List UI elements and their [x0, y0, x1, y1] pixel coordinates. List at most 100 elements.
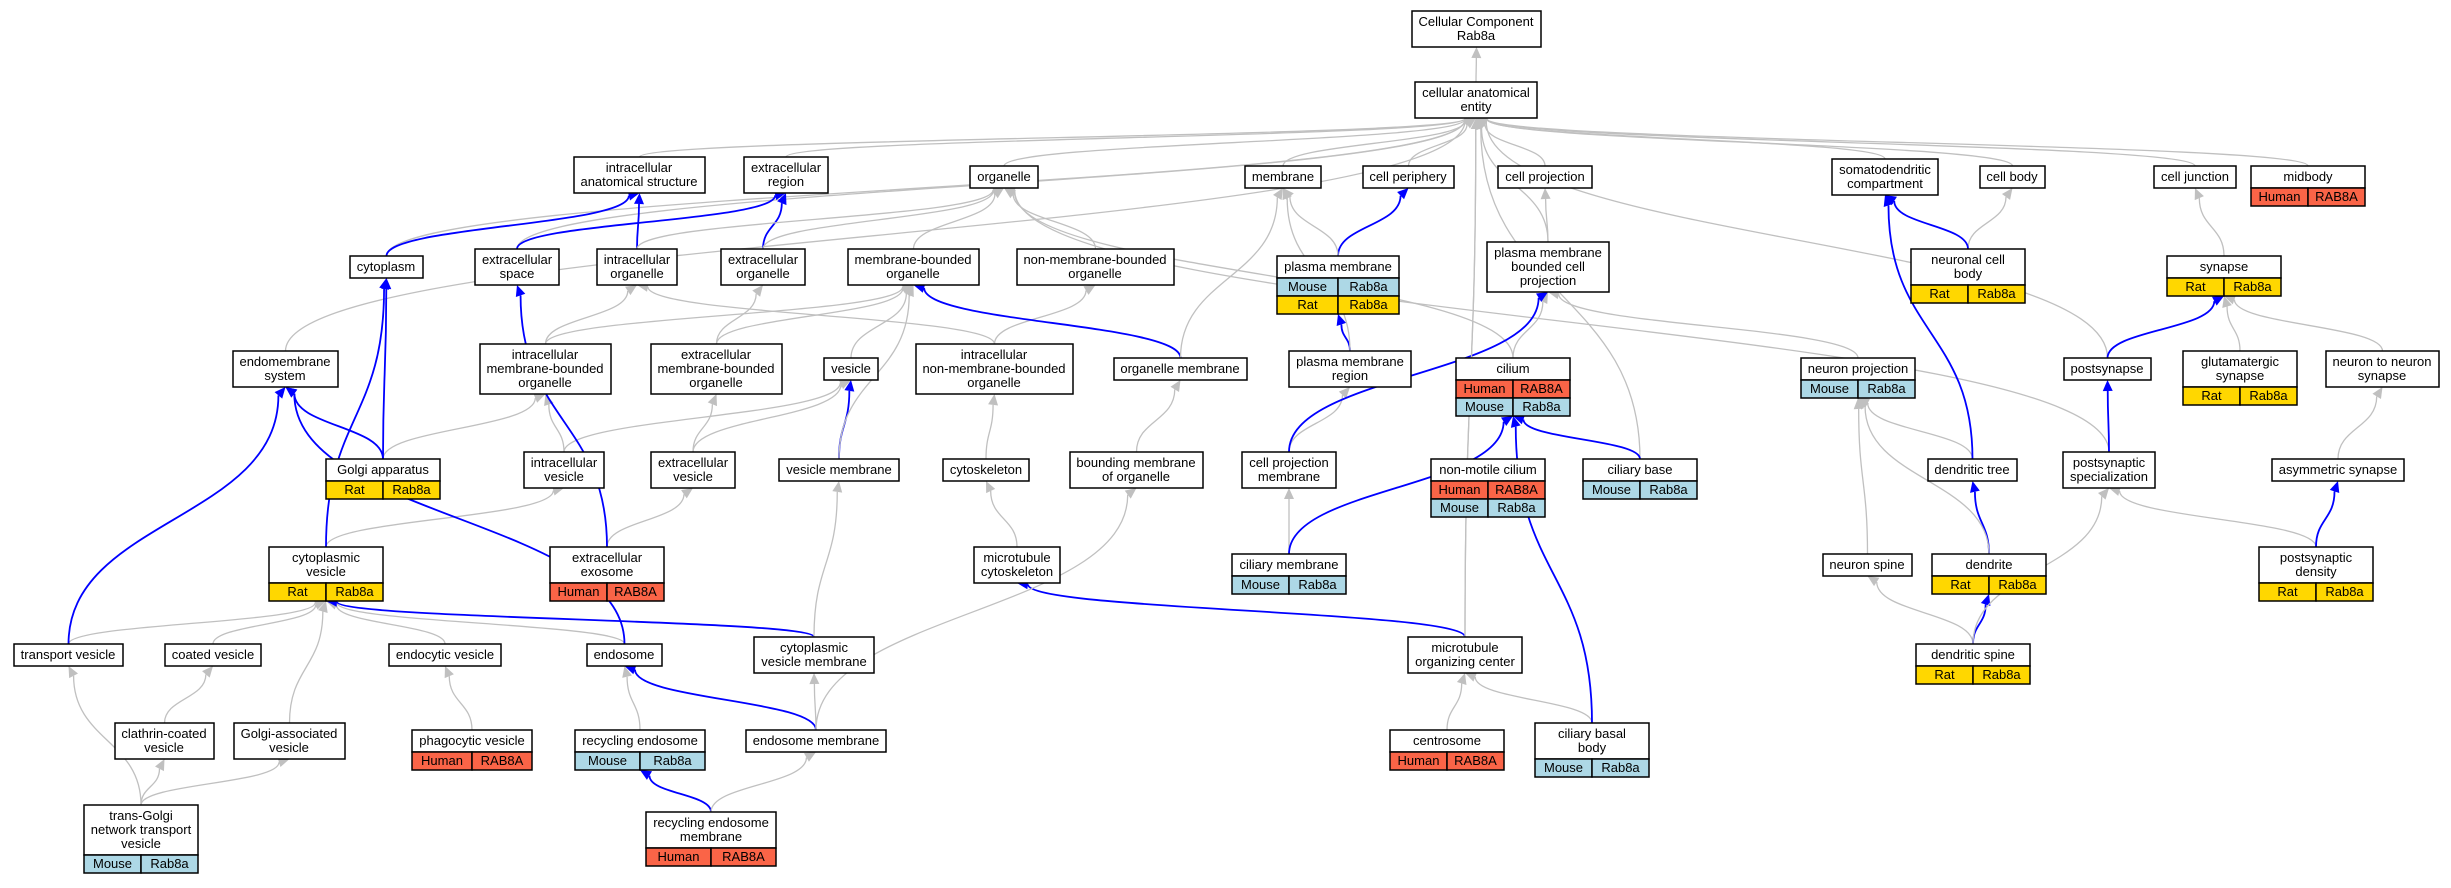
gene-label: Rab8a: [2249, 388, 2288, 403]
node-label: endosome: [594, 647, 655, 662]
edge-gray: [1486, 118, 2196, 167]
arrowhead: [1513, 414, 1526, 425]
go-term-node: neuron spine: [1822, 553, 1913, 577]
species-label: Mouse: [1288, 279, 1327, 294]
edge-gray: [636, 189, 994, 250]
arrowhead: [1867, 576, 1880, 587]
go-term-node: cell junction: [2153, 165, 2237, 189]
arrowhead: [986, 481, 996, 494]
edge-gray: [1867, 403, 1974, 460]
edge-gray: [1876, 581, 1974, 645]
gene-cell: [140, 854, 199, 874]
node-label: non-motile cilium: [1439, 462, 1537, 477]
arrowhead: [68, 666, 79, 679]
arrowhead: [155, 759, 165, 772]
arrowhead: [1397, 188, 1409, 200]
node-label: synapse: [2216, 368, 2264, 383]
edge-blue: [1337, 195, 1402, 257]
gene-label: Rab8a: [392, 482, 431, 497]
edge-gray: [544, 286, 904, 345]
node-label: coated vesicle: [172, 647, 254, 662]
edge-gray: [325, 490, 554, 548]
edge-gray: [1289, 196, 1339, 257]
node-box: [1411, 10, 1542, 48]
go-term-node: endosome membrane: [745, 729, 887, 753]
node-box: [1113, 357, 1248, 381]
node-box: [2258, 546, 2374, 584]
arrowhead: [444, 666, 454, 679]
edge-blue: [2106, 300, 2216, 359]
node-label: space: [500, 266, 535, 281]
node-label: cytoplasmic: [780, 640, 848, 655]
node-label: specialization: [2070, 469, 2148, 484]
edge-gray: [1864, 406, 1990, 555]
node-label: membrane: [1252, 169, 1314, 184]
gene-label: Rab8a: [1977, 286, 2016, 301]
arrowhead: [1536, 292, 1548, 303]
edge-blue: [67, 395, 280, 645]
species-label: Human: [421, 753, 463, 768]
edge-gray: [1474, 676, 1593, 724]
arrowhead: [1465, 672, 1478, 682]
edge-gray: [544, 290, 629, 345]
node-label: organelle: [967, 375, 1021, 390]
edge-gray: [815, 494, 1129, 731]
node-label: membrane: [680, 829, 742, 844]
go-term-node: membrane: [1244, 165, 1322, 189]
node-label: organelle: [886, 266, 940, 281]
edge-blue: [2315, 491, 2336, 548]
edge-gray: [1282, 120, 1466, 167]
gene-label: Rab8a: [335, 584, 374, 599]
node-label: extracellular: [658, 455, 729, 470]
edge-blue: [1027, 583, 1466, 638]
species-label: Mouse: [1544, 760, 1583, 775]
node-label: body: [1578, 740, 1607, 755]
edge-gray: [850, 293, 907, 359]
gene-cell: [1487, 498, 1546, 518]
node-box: [1979, 165, 2046, 189]
species-label: Rat: [2201, 388, 2222, 403]
node-label: membrane-bounded: [486, 361, 603, 376]
node-label: vesicle: [673, 469, 713, 484]
gene-label: Rab8a: [2233, 279, 2272, 294]
gene-cell: [2239, 386, 2298, 406]
node-label: somatodendritic: [1839, 162, 1931, 177]
node-box: [973, 546, 1061, 584]
arrowhead: [803, 752, 816, 762]
node-label: ciliary membrane: [1240, 557, 1339, 572]
gene-label: Rab8a: [1601, 760, 1640, 775]
go-term-node: dendritic tree: [1927, 458, 2018, 482]
node-box: [232, 350, 339, 388]
node-box: [1822, 553, 1913, 577]
arrowhead: [2102, 380, 2113, 392]
node-label: cytoplasmic: [292, 550, 360, 565]
gene-label: Rab8a: [1497, 500, 1536, 515]
node-box: [2182, 350, 2298, 388]
node-box: [1927, 458, 2018, 482]
node-label: intracellular: [606, 160, 673, 175]
node-label: cell projection: [1505, 169, 1585, 184]
node-box: [13, 643, 124, 667]
node-box: [1414, 81, 1538, 119]
gene-label: Rab8a: [150, 856, 189, 871]
node-box: [2271, 458, 2405, 482]
arrowhead: [1470, 118, 1481, 130]
gene-cell: [1857, 379, 1916, 399]
arrowhead: [1476, 117, 1489, 127]
edge-gray: [2226, 306, 2241, 352]
edge-gray: [336, 602, 626, 645]
gene-cell: [1988, 575, 2047, 595]
arrowhead: [634, 193, 645, 205]
edge-gray: [1480, 127, 1641, 460]
node-box: [83, 804, 199, 856]
species-label: Human: [1464, 381, 1506, 396]
species-label: Mouse: [1440, 500, 1479, 515]
edge-gray: [284, 120, 1466, 352]
